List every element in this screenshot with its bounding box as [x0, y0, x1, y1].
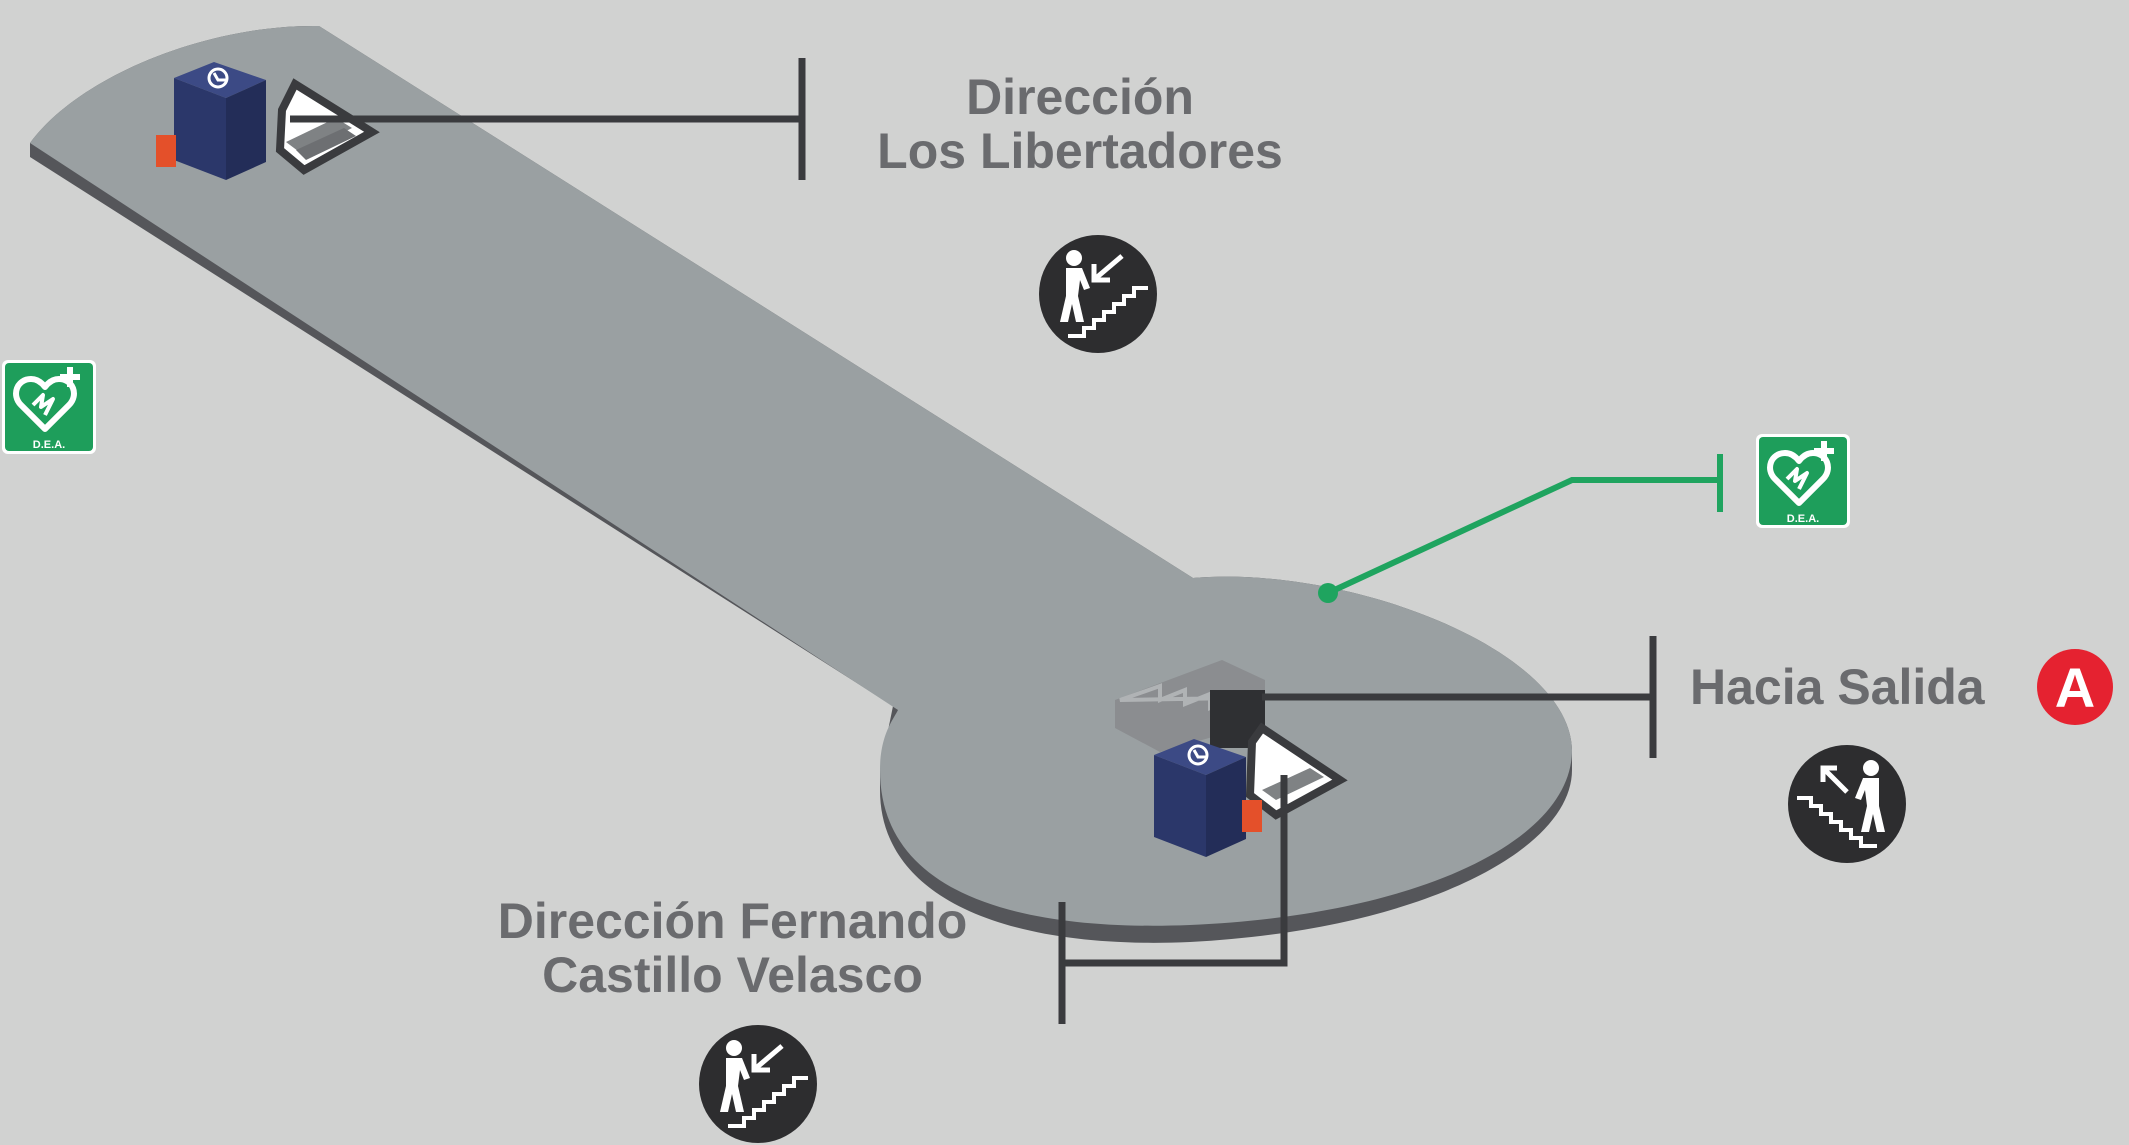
exit-a-badge: A [2037, 649, 2113, 725]
elevator-south [1152, 737, 1262, 859]
stairway-opening-south [1245, 722, 1348, 820]
elevator-north [156, 60, 268, 182]
exit-direction-label: Hacia Salida [1690, 659, 1985, 715]
stairs-up-icon [1788, 745, 1906, 863]
destination-south-line1: Dirección Fernando [497, 893, 968, 949]
stairway-opening-north [275, 78, 380, 175]
exit-letter: A [2055, 656, 2095, 719]
destination-north-line1: Dirección [966, 69, 1194, 125]
dea-sign-right: D.E.A. [1756, 434, 1850, 528]
destination-south-line2: Castillo Velasco [542, 947, 923, 1003]
dea-sign-left: D.E.A. [2, 360, 96, 454]
leader-lines [290, 58, 1723, 1024]
destination-north-line2: Los Libertadores [877, 123, 1283, 179]
stairs-down-icon [1039, 235, 1157, 353]
destination-south: Dirección Fernando Castillo Velasco [470, 894, 995, 1002]
stairs-down-icon [699, 1025, 817, 1143]
dea-label: D.E.A. [1787, 513, 1819, 525]
dea-label: D.E.A. [33, 439, 65, 451]
destination-north: Dirección Los Libertadores [860, 70, 1300, 178]
